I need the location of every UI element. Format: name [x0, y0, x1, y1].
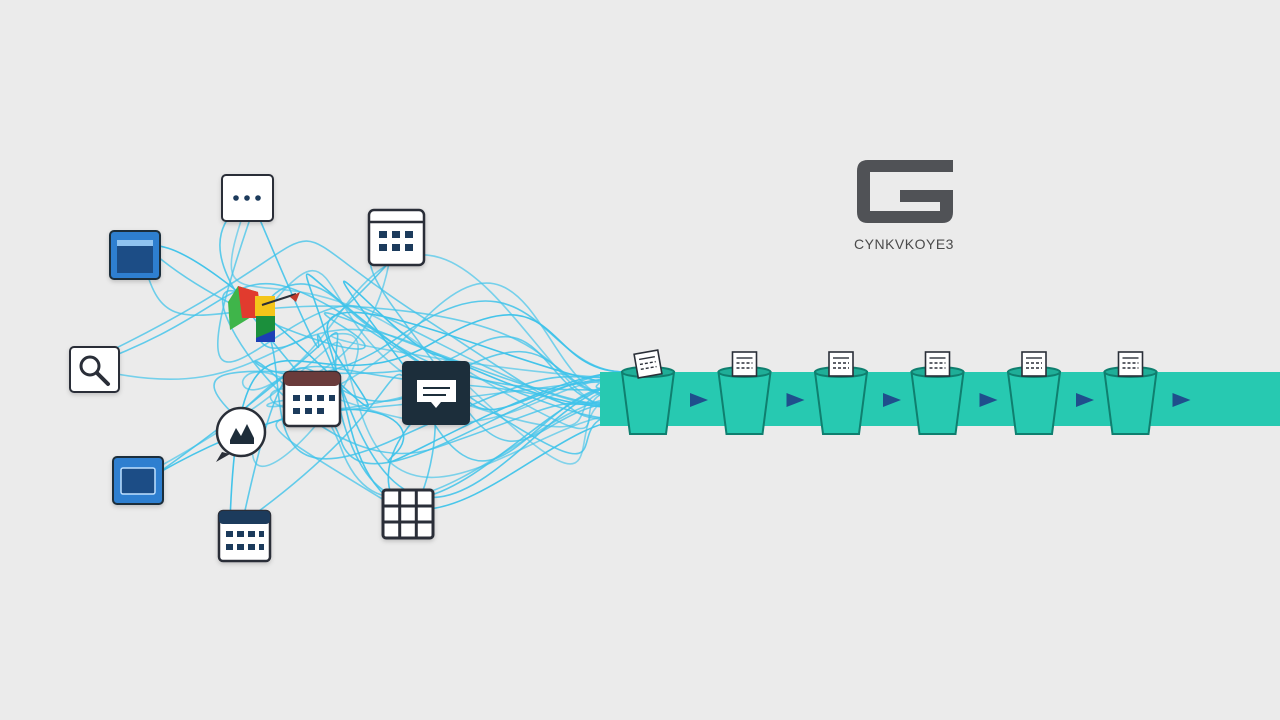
document-bucket-icon — [1006, 351, 1062, 435]
document-bucket-icon — [910, 351, 965, 435]
brand-text: CYNKVKOYE3 — [854, 236, 954, 252]
folder-window-icon[interactable] — [109, 230, 161, 280]
brand: CYNKVKOYE3 — [848, 156, 960, 252]
document-bucket-icon — [717, 351, 772, 435]
wire — [136, 245, 626, 408]
wire — [254, 300, 626, 401]
play-arrow-icon — [1076, 393, 1094, 407]
wire — [144, 244, 626, 409]
wire — [241, 253, 626, 415]
tangled-wires — [84, 186, 626, 538]
blue-window-icon[interactable] — [112, 456, 164, 505]
search-icon[interactable] — [69, 346, 120, 393]
document-bucket-icon — [1103, 351, 1158, 435]
wire — [144, 332, 626, 500]
document-bucket-icon — [813, 351, 869, 435]
wire — [216, 195, 626, 409]
wire — [221, 290, 626, 455]
calendar-icon[interactable] — [282, 370, 342, 428]
wire — [244, 305, 626, 460]
wire — [305, 273, 626, 511]
calendar-grid-icon[interactable] — [367, 208, 426, 267]
g-logo-icon — [857, 160, 953, 223]
grid-icon[interactable] — [381, 488, 435, 540]
wire — [251, 332, 626, 467]
document-bucket-icon — [620, 349, 676, 435]
chat-bubble-icon[interactable] — [402, 361, 470, 425]
wire — [343, 280, 626, 409]
wire — [126, 371, 626, 493]
wire — [238, 350, 626, 538]
ellipsis-window-icon[interactable] — [221, 174, 274, 222]
play-arrow-icon — [786, 393, 805, 407]
pipeline-stages — [620, 349, 1191, 435]
wire — [144, 265, 626, 397]
speech-bubble-icon[interactable] — [215, 406, 267, 462]
play-arrow-icon — [883, 393, 901, 407]
colorful-pin-icon — [228, 286, 300, 342]
play-arrow-icon — [979, 393, 998, 407]
calendar-small-icon[interactable] — [217, 509, 272, 563]
play-arrow-icon — [690, 393, 708, 407]
play-arrow-icon — [1172, 393, 1191, 407]
